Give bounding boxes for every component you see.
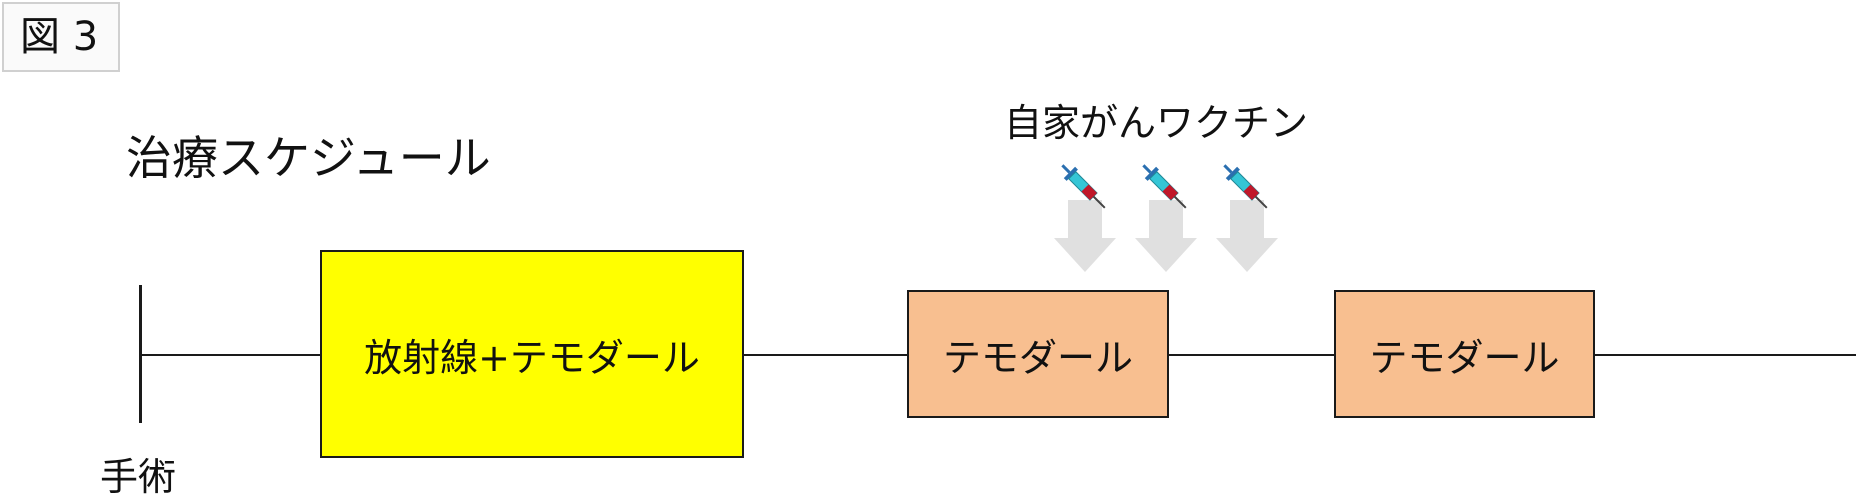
down-arrow-icon xyxy=(1054,200,1116,272)
surgery-tick xyxy=(139,285,142,423)
syringe-icon xyxy=(1061,164,1106,209)
phase-radiation-temodal: 放射線+テモダール xyxy=(320,250,744,458)
phase-temodal-2: テモダール xyxy=(1334,290,1595,418)
syringe-icon xyxy=(1142,164,1187,209)
phase-temodal-1: テモダール xyxy=(907,290,1169,418)
phase-label: テモダール xyxy=(1369,335,1560,380)
syringe-icon xyxy=(1223,164,1268,209)
vaccine-injection-3 xyxy=(1212,160,1282,272)
down-arrow-icon xyxy=(1135,200,1197,272)
surgery-label: 手術 xyxy=(100,455,177,499)
vaccine-injection-1 xyxy=(1050,160,1120,272)
diagram-title: 治療スケジュール xyxy=(126,131,491,185)
phase-label: テモダール xyxy=(942,335,1133,380)
vaccine-injection-2 xyxy=(1131,160,1201,272)
vaccine-label: 自家がんワクチン xyxy=(1004,101,1309,145)
figure-label: 図 3 xyxy=(2,2,120,72)
down-arrow-icon xyxy=(1216,200,1278,272)
phase-label: 放射線+テモダール xyxy=(364,335,700,380)
